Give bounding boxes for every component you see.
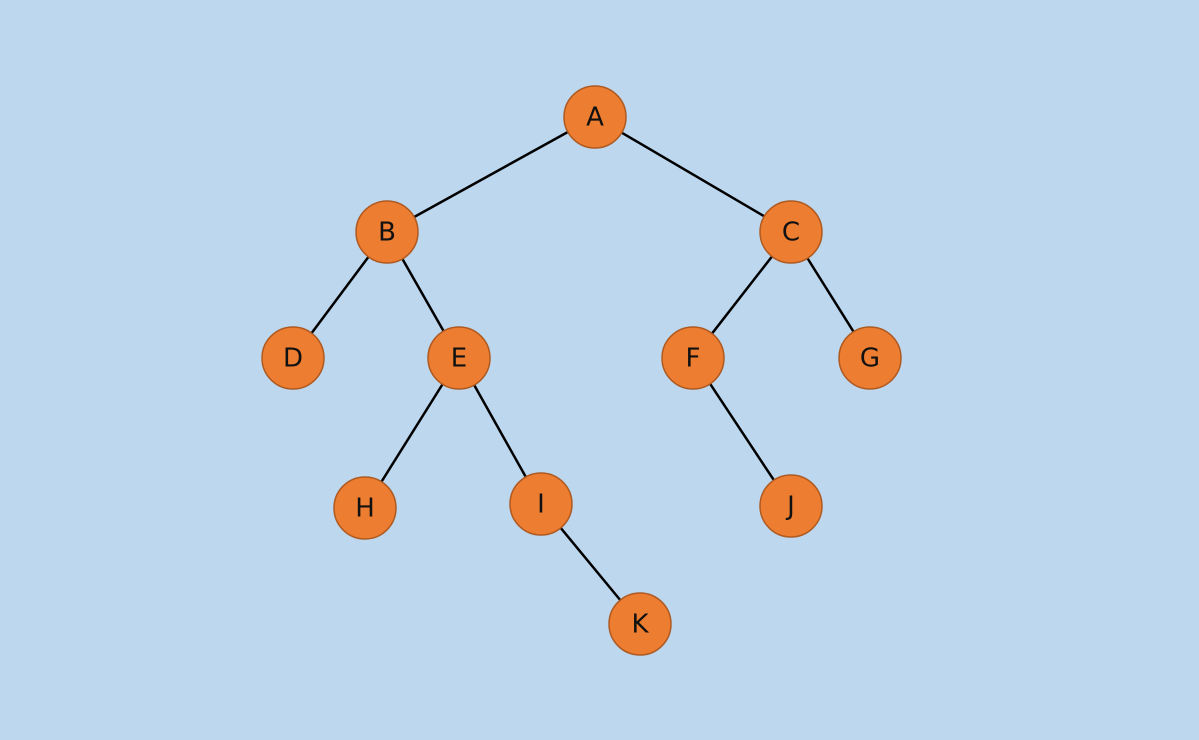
node-circle [608,592,672,656]
node-label: I [537,490,545,520]
edge-a-b [412,130,569,219]
tree-node-e: E [427,326,491,390]
edge-b-e [401,258,446,333]
edge-b-d [309,256,370,335]
edge-c-f [710,255,773,336]
edge-f-j [709,383,776,482]
tree-node-g: G [838,326,902,390]
node-circle [427,326,491,390]
tree-node-h: H [333,476,397,540]
tree-node-k: K [608,592,672,656]
node-label: J [785,492,795,522]
node-circle [563,85,627,149]
edges-layer [309,130,856,602]
tree-node-b: B [355,200,419,264]
node-label: K [631,610,649,640]
node-circle [759,200,823,264]
node-label: E [451,344,467,374]
tree-node-c: C [759,200,823,264]
node-circle [759,474,823,538]
tree-node-a: A [563,85,627,149]
node-label: D [283,344,303,374]
node-label: G [860,344,880,374]
node-circle [261,326,325,390]
tree-node-j: J [759,474,823,538]
tree-node-d: D [261,326,325,390]
node-circle [333,476,397,540]
edge-i-k [559,527,622,602]
tree-node-i: I [509,472,573,536]
node-label: H [355,494,375,524]
node-circle [661,326,725,390]
edge-e-h [379,383,444,484]
edge-c-g [806,257,856,334]
edge-a-c [621,131,766,218]
node-circle [838,326,902,390]
nodes-layer: A B C D E F G H I J K [261,85,902,656]
node-circle [509,472,573,536]
edge-e-i [473,384,528,479]
node-label: B [378,218,396,248]
tree-node-f: F [661,326,725,390]
node-circle [355,200,419,264]
node-label: F [686,344,701,374]
node-label: A [586,103,604,133]
node-label: C [782,218,800,248]
